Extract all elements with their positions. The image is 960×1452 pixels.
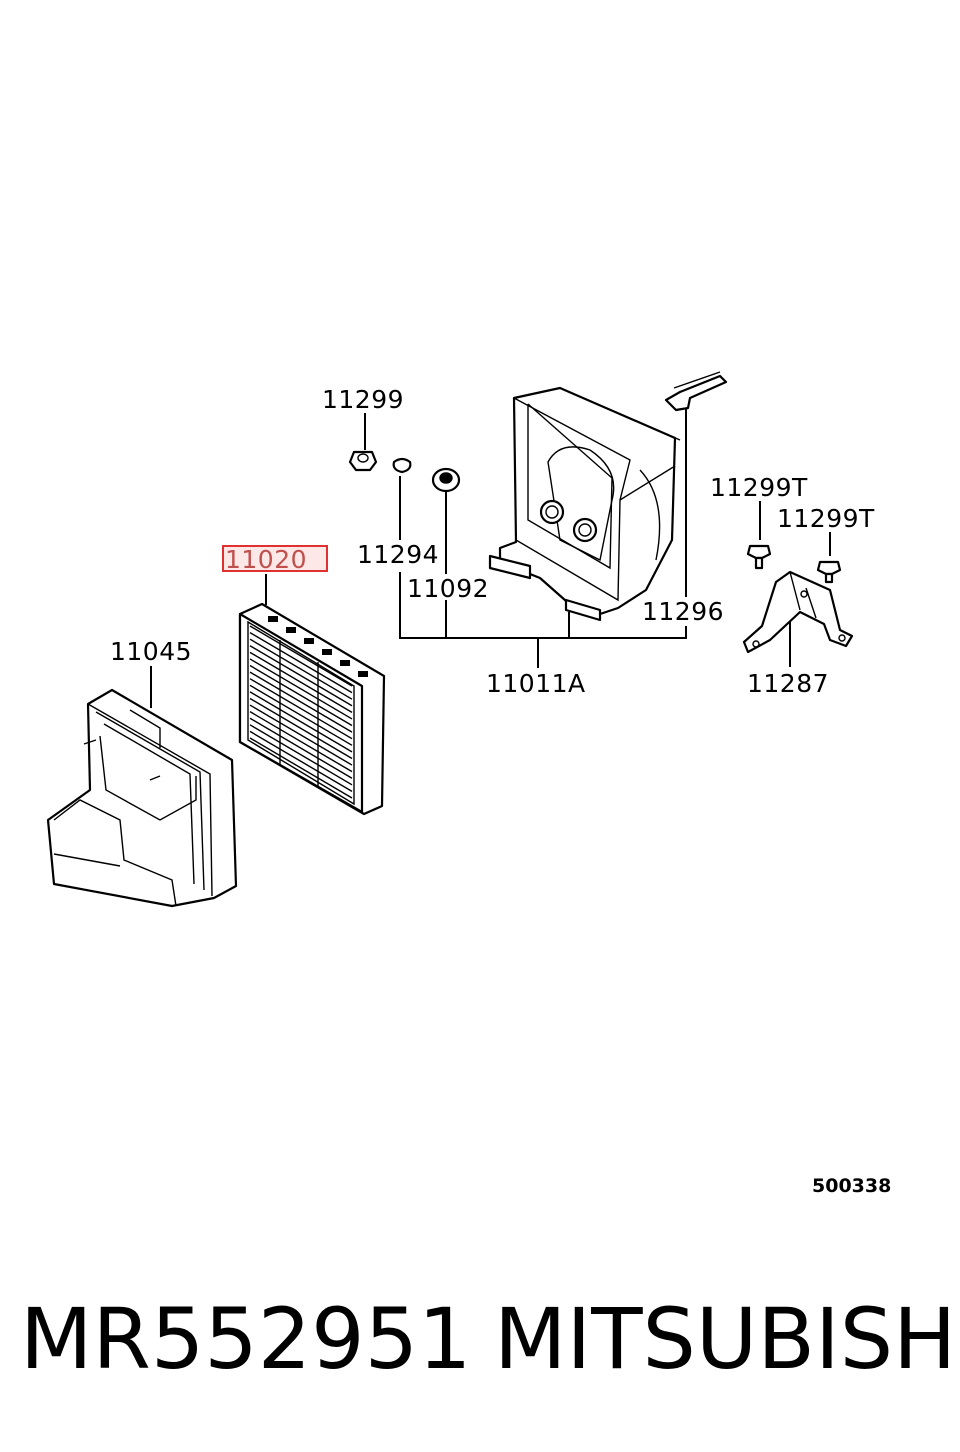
pleat-line <box>249 737 353 799</box>
leader-lines <box>150 405 831 708</box>
pleat-line <box>249 658 353 720</box>
pleat-line <box>249 671 353 733</box>
part-11294-clip <box>392 457 412 474</box>
pleat-line <box>249 651 353 713</box>
pleat-line <box>249 645 353 707</box>
part-11011A-case <box>488 386 681 622</box>
pleat-line <box>249 697 353 760</box>
pleat-top <box>304 638 314 644</box>
label-11296: 11296 <box>642 597 724 626</box>
part-number: MR552951 <box>20 1290 472 1388</box>
pleat-line <box>249 625 353 687</box>
pleat-line <box>249 724 353 786</box>
label-11020[interactable]: 11020 <box>225 545 307 574</box>
pleat-top <box>286 627 296 633</box>
pleat-line <box>249 704 353 766</box>
label-11299T-b: 11299T <box>777 504 875 533</box>
highlight-box <box>222 545 328 572</box>
label-11045: 11045 <box>110 637 192 666</box>
part-11045-cover <box>46 688 238 908</box>
part-11092-grommet <box>431 467 461 493</box>
pleat-line <box>249 691 353 753</box>
label-11287: 11287 <box>747 669 829 698</box>
part-11296-clamp <box>664 371 728 412</box>
pleat-line <box>249 717 353 779</box>
pleat-line <box>249 638 353 700</box>
filter-pleats <box>249 616 368 799</box>
part-11287-bracket <box>742 570 854 654</box>
pleat-line <box>249 730 353 793</box>
pleat-line <box>249 684 353 746</box>
part-11020-filter-element[interactable] <box>238 602 386 816</box>
pleat-top <box>322 649 332 655</box>
pleat-top <box>340 660 350 666</box>
pleat-top <box>358 671 368 677</box>
label-11299: 11299 <box>322 385 404 414</box>
part-11299T-bolt-b <box>816 560 842 584</box>
label-11299T-a: 11299T <box>710 473 808 502</box>
footer: MR552951 MITSUBISHI <box>0 1290 960 1390</box>
pleat-top <box>268 616 278 622</box>
label-11092: 11092 <box>407 574 489 603</box>
pleat-line <box>249 678 353 740</box>
part-11299-nut <box>348 450 378 472</box>
part-11299T-bolt-a <box>746 544 772 570</box>
brand-name: MITSUBISHI <box>494 1290 960 1388</box>
pleat-line <box>249 631 353 694</box>
pleat-line <box>249 711 353 773</box>
label-11011A: 11011A <box>486 669 586 698</box>
pleat-line <box>249 664 353 727</box>
label-11294: 11294 <box>357 540 439 569</box>
diagram-code: 500338 <box>812 1175 891 1197</box>
